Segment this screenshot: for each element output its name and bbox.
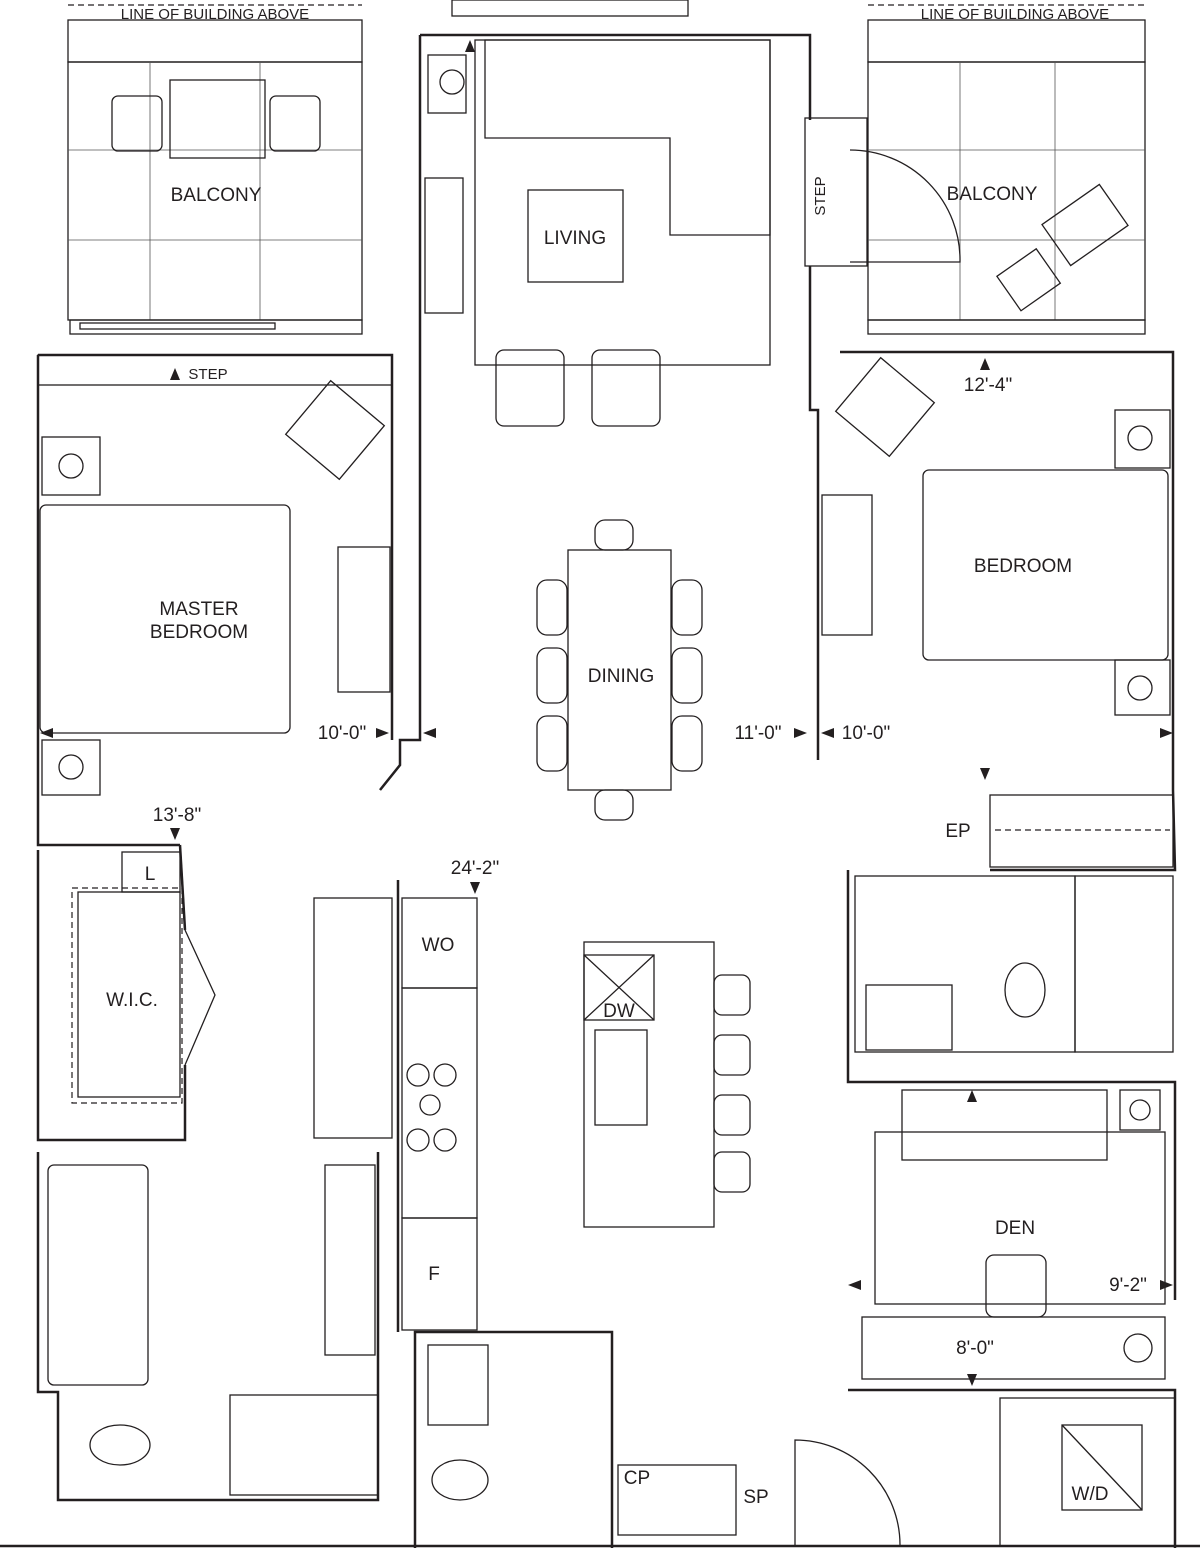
vanity [324, 1164, 376, 1356]
fridge-label: F [428, 1264, 440, 1285]
step-label: STEP [812, 176, 829, 215]
dining-furniture [536, 519, 703, 821]
dresser [337, 546, 391, 693]
line-of-building-label: LINE OF BUILDING ABOVE [121, 6, 309, 23]
step-label: STEP [188, 366, 227, 383]
dimension-label: 13'-8" [153, 805, 201, 826]
wic [71, 851, 216, 1104]
dimension-label: 11'-0" [735, 723, 782, 744]
tv-unit [424, 177, 464, 314]
sink [594, 1029, 648, 1126]
room-label-living: LIVING [544, 228, 606, 249]
room-label-balcony: BALCONY [947, 184, 1038, 205]
coffee-table [527, 189, 624, 283]
balcony-chair [111, 95, 163, 152]
wall-oven-label: WO [422, 935, 455, 956]
line-of-building-label: LINE OF BUILDING ABOVE [921, 6, 1109, 23]
bed [922, 469, 1169, 661]
shower [229, 1394, 379, 1496]
entry-door [794, 1439, 901, 1546]
dimension-label: 10'-0" [842, 723, 890, 744]
lounge-chair [1041, 183, 1129, 267]
coat-closet-label: CP [624, 1468, 650, 1489]
den-furniture [861, 1089, 1166, 1380]
toilet [431, 1459, 489, 1501]
balcony-right [804, 4, 1146, 335]
electrical-panel-label: EP [945, 821, 970, 842]
toilet [89, 1424, 151, 1466]
toilet [1004, 962, 1046, 1018]
armchair [495, 349, 565, 427]
dresser [821, 494, 873, 636]
dimension-label: 12'-4" [964, 375, 1012, 396]
armchair [284, 379, 386, 481]
balcony-chair [269, 95, 321, 152]
washer-dryer-label: W/D [1072, 1484, 1109, 1505]
dimension-label: 10'-0" [318, 723, 366, 744]
dimension-label: 24'-2" [451, 858, 499, 879]
armchair [834, 356, 936, 458]
dimension-label: 9'-2" [1109, 1275, 1147, 1296]
room-label-dining: DINING [588, 666, 655, 687]
shower [1074, 875, 1174, 1053]
step-platform [804, 117, 868, 267]
desk-chair [985, 1254, 1047, 1318]
balcony-left [67, 4, 363, 335]
linen-label: L [145, 864, 156, 885]
sofa-bed [901, 1089, 1108, 1161]
armchair [591, 349, 661, 427]
washer-dryer [1061, 1424, 1143, 1511]
living-furniture [424, 39, 771, 427]
dimension-arrows [40, 40, 1173, 1386]
storage-label: SP [743, 1487, 768, 1508]
sectional-sofa [484, 39, 771, 236]
room-label-master-bedroom: MASTER [159, 599, 238, 620]
ensuite [854, 875, 1174, 1053]
closet [989, 794, 1174, 868]
room-label-master-bedroom: BEDROOM [150, 622, 248, 643]
room-label-den: DEN [995, 1218, 1035, 1239]
room-label-balcony: BALCONY [171, 185, 262, 206]
bed [39, 504, 291, 734]
bathtub [47, 1164, 149, 1386]
balcony-table [169, 79, 266, 159]
room-label-wic: W.I.C. [106, 990, 158, 1011]
room-label-bedroom: BEDROOM [974, 556, 1072, 577]
vanity [865, 984, 953, 1051]
powder-room [427, 1344, 1176, 1547]
kitchen [313, 897, 751, 1331]
main-bath [47, 1164, 379, 1496]
dimension-label: 8'-0" [956, 1338, 994, 1359]
desk [861, 1316, 1166, 1380]
master-bedroom-furniture [37, 354, 393, 796]
kitchen-island [583, 941, 715, 1228]
dishwasher-label: DW [603, 1001, 635, 1022]
bedroom-furniture [821, 356, 1174, 868]
plant [427, 54, 467, 114]
